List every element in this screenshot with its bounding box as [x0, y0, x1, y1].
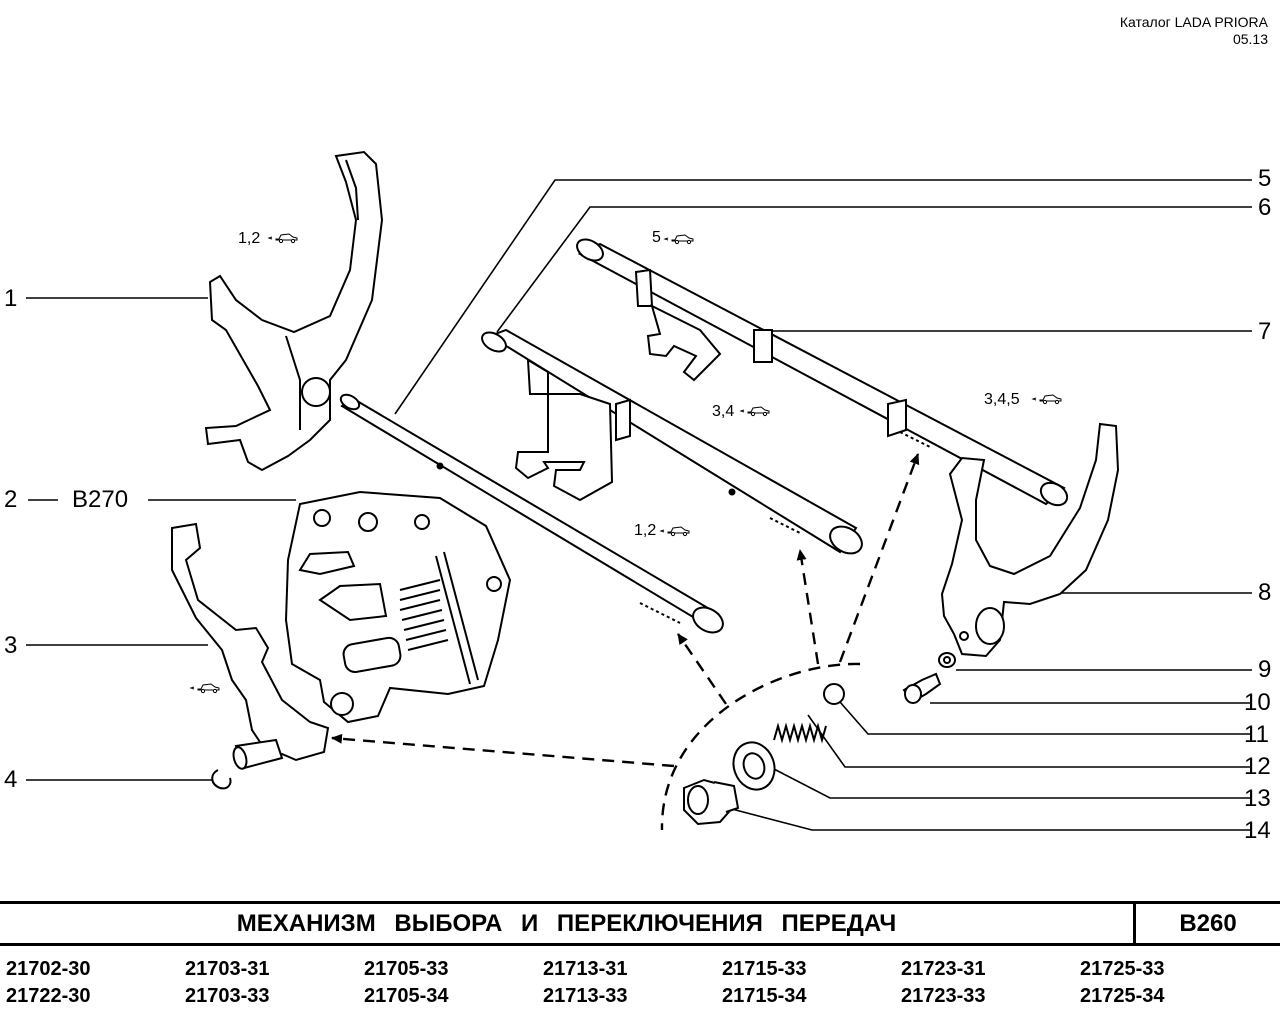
- model-code: 21725-33: [1080, 958, 1165, 980]
- leader-6: [496, 206, 1252, 333]
- arrow-to-rod-5: [838, 453, 920, 663]
- plug-14: [683, 778, 740, 826]
- fork-345: [940, 422, 1120, 658]
- small-parts: [683, 652, 956, 826]
- shift-rod-5: [576, 238, 1069, 507]
- model-code: 21723-31: [901, 958, 986, 980]
- catalog-name: Каталог LADA PRIORA: [1119, 14, 1268, 30]
- leader-5: [394, 179, 1252, 415]
- ball-11: [823, 683, 845, 705]
- callout-8: 8: [1258, 579, 1272, 606]
- washer-13: [732, 741, 776, 791]
- callout-3: 3: [4, 632, 18, 659]
- annotation-rod-5: 5: [652, 229, 661, 246]
- model-code: 21715-33: [722, 958, 807, 980]
- leader-13: [771, 767, 1252, 799]
- model-code: 21703-33: [185, 985, 270, 1007]
- shift-rod-34: [481, 328, 863, 555]
- car-icon: [664, 234, 694, 245]
- callout-4: 4: [4, 766, 18, 793]
- fork-12: [204, 150, 384, 472]
- title-divider: [1133, 904, 1136, 943]
- callout-1: 1: [4, 285, 18, 312]
- section-code: В260: [1179, 909, 1237, 937]
- title-bar: МЕХАНИЗМ ВЫБОРА И ПЕРЕКЛЮЧЕНИЯ ПЕРЕДАЧ В…: [0, 901, 1280, 946]
- bolt-10: [902, 672, 942, 704]
- model-code: 21713-33: [543, 985, 628, 1007]
- model-code: 21705-34: [364, 985, 449, 1007]
- car-icon: [1032, 394, 1062, 405]
- model-code: 21702-30: [6, 958, 91, 980]
- selector-lever: [171, 522, 330, 790]
- annotation-rod-345: 3,4,5: [984, 391, 1020, 408]
- leader-14: [727, 807, 1252, 831]
- callout-9: 9: [1258, 656, 1272, 683]
- model-code: 21713-31: [543, 958, 628, 980]
- callout-6: 6: [1258, 194, 1272, 221]
- catalog-date: 05.13: [1232, 31, 1268, 47]
- leader-11: [839, 701, 1252, 735]
- arrow-to-rod-12: [677, 633, 727, 705]
- model-code: 21725-34: [1080, 985, 1165, 1007]
- model-code: 21723-33: [901, 985, 986, 1007]
- annotation-rod-12: 1,2: [634, 522, 657, 539]
- parts-drawing: [26, 150, 1252, 831]
- page-title: МЕХАНИЗМ ВЫБОРА И ПЕРЕКЛЮЧЕНИЯ ПЕРЕДАЧ: [236, 909, 897, 937]
- callout-5: 5: [1258, 165, 1272, 192]
- callout-14: 14: [1244, 817, 1271, 844]
- model-code: 21703-31: [185, 958, 270, 980]
- callout-10: 10: [1244, 689, 1271, 716]
- lock-ring-9: [938, 652, 956, 668]
- selector-housing: [284, 490, 512, 724]
- guide-arc: [660, 662, 861, 831]
- callout-2: 2: [4, 486, 18, 513]
- annotation-rod-34: 3,4: [712, 403, 735, 420]
- callout-13: 13: [1244, 785, 1271, 812]
- model-list: 21702-30 21703-31 21705-33 21713-31 2171…: [0, 958, 1280, 1012]
- leader-12: [807, 714, 1252, 768]
- arrow-to-rod-34: [796, 549, 820, 665]
- arrow-to-lever: [331, 733, 675, 768]
- car-icon: [268, 233, 298, 244]
- car-icon: [190, 683, 220, 694]
- shift-rod-12: [339, 393, 724, 634]
- annotation-fork-12: 1,2: [238, 230, 261, 247]
- model-code: 21705-33: [364, 958, 449, 980]
- callout-11: 11: [1244, 721, 1269, 748]
- car-icon: [660, 526, 690, 537]
- callout-12: 12: [1244, 753, 1271, 780]
- spring-12: [773, 722, 827, 744]
- catalog-header: Каталог LADA PRIORA 05.13: [1120, 14, 1268, 48]
- callout-7: 7: [1258, 318, 1272, 345]
- model-code: 21722-30: [6, 985, 91, 1007]
- car-icon: [740, 406, 770, 417]
- callout-2-ref: В270: [72, 486, 129, 513]
- model-code: 21715-34: [722, 985, 807, 1007]
